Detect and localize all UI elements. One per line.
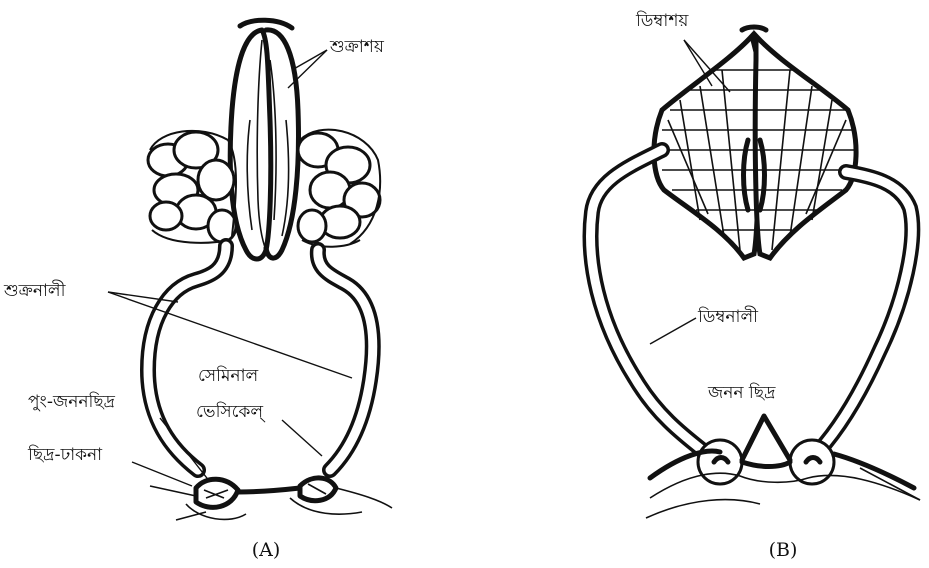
label-genital-pore: জনন ছিদ্র xyxy=(707,382,776,403)
vas-deferens-tubes xyxy=(148,246,373,470)
left-coiled-tubules xyxy=(148,131,236,243)
label-seminal-vesicle-line2: ভেসিকেল্ xyxy=(196,401,266,422)
label-testis: শুক্রাশয় xyxy=(329,37,385,57)
label-vas-deferens: শুক্রনালী xyxy=(3,280,67,301)
caption-b: (B) xyxy=(769,539,798,561)
caption-a: (A) xyxy=(252,539,281,561)
label-pore-cover: ছিদ্র-ঢাকনা xyxy=(27,444,103,465)
right-coiled-tubules xyxy=(298,130,380,247)
female-reproductive-diagram: ডিম্বাশয় ডিম্বনালী জনন ছিদ্র (B) xyxy=(591,10,920,561)
label-seminal-vesicle-line1: সেমিনাল xyxy=(198,365,259,386)
label-ovary: ডিম্বাশয় xyxy=(635,10,689,31)
male-reproductive-diagram: শুক্রাশয় শুক্রনালী সেমিনাল ভেসিকেল্ পুং… xyxy=(3,20,392,561)
ovary-drawing xyxy=(654,27,856,258)
label-oviduct: ডিম্বনালী xyxy=(697,306,759,327)
testis-drawing xyxy=(230,20,298,259)
label-male-genital-pore: পুং-জননছিদ্র xyxy=(28,391,116,412)
